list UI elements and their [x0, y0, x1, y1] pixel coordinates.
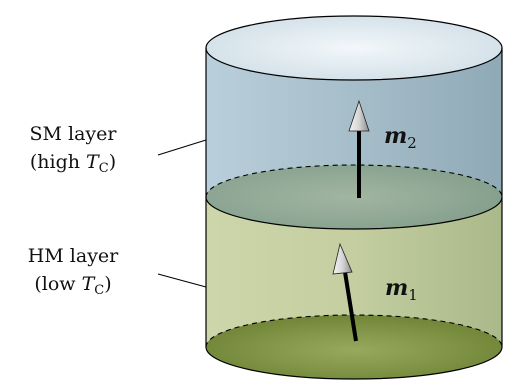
sm-layer-tc-note: (high TC): [29, 151, 117, 176]
hm-layer-tc-note: (low TC): [34, 273, 112, 298]
m2-label: m2: [384, 123, 417, 152]
sm-layer-name: SM layer: [29, 123, 117, 145]
m1-arrow: [332, 242, 358, 342]
hm-layer-label: HM layer (low TC): [0, 242, 146, 305]
sm-layer-top-cap: [205, 15, 503, 81]
hm-layer-name: HM layer: [27, 245, 119, 267]
sm-leader-line: [157, 139, 207, 156]
sm-layer-interface: [206, 165, 502, 229]
m1-label: m1: [385, 275, 418, 304]
hm-layer-floor: [206, 315, 502, 379]
sm-layer-label: SM layer (high TC): [0, 120, 146, 183]
hm-leader-line: [157, 273, 207, 288]
m2-arrow: [348, 99, 370, 198]
